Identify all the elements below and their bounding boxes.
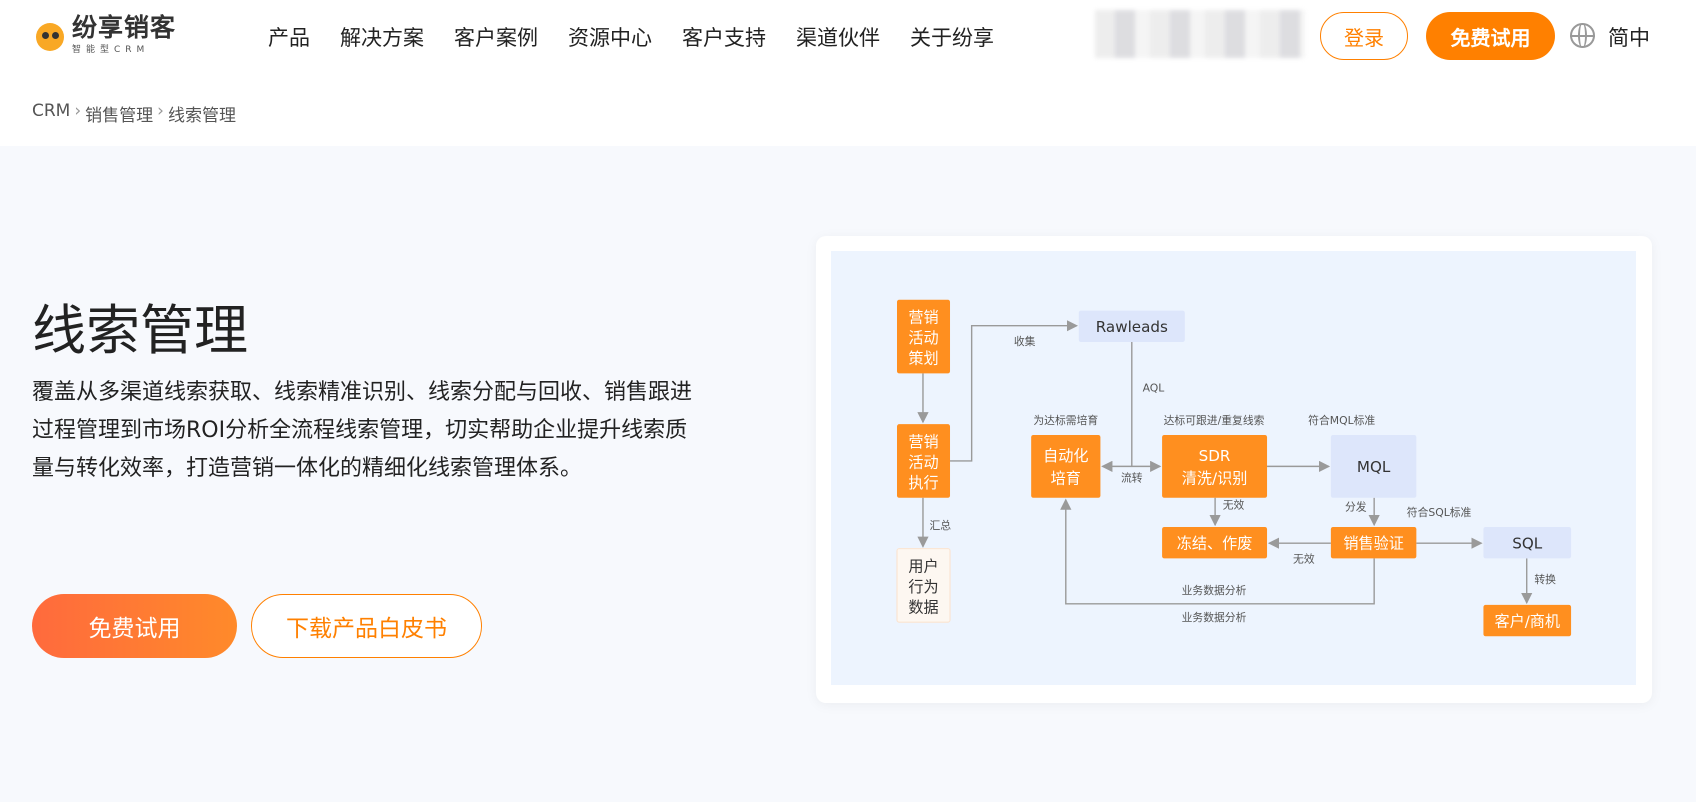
nav-item-solutions[interactable]: 解决方案: [340, 26, 424, 50]
label-aql: AQL: [1143, 382, 1165, 395]
bee-logo-icon: [32, 15, 68, 55]
nav-item-about[interactable]: 关于纷享: [910, 26, 994, 50]
logo-name: 纷享销客: [72, 13, 177, 42]
breadcrumb: CRM› 销售管理› 线索管理: [32, 101, 236, 126]
label-invalid: 无效: [1293, 552, 1315, 566]
chevron-right-icon: ›: [74, 101, 82, 121]
label-assign: 分发: [1345, 500, 1367, 514]
svg-text:MQL: MQL: [1357, 458, 1391, 476]
svg-text:Rawleads: Rawleads: [1096, 318, 1168, 336]
label-flow: 流转: [1121, 471, 1143, 485]
label-qualified: 达标可跟进/重复线索: [1164, 413, 1265, 427]
node-rawleads: Rawleads: [1078, 310, 1185, 342]
svg-text:营销: 营销: [908, 308, 938, 326]
breadcrumb-sales[interactable]: 销售管理: [85, 106, 154, 126]
label-summary: 汇总: [929, 518, 951, 532]
logo[interactable]: 纷享销客智能型CRM: [32, 14, 176, 55]
hero-description: 覆盖从多渠道线索获取、线索精准识别、线索分配与回收、销售跟进过程管理到市场ROI…: [32, 380, 693, 481]
label-invalid: 无效: [1223, 498, 1245, 512]
svg-text:SDR: SDR: [1199, 447, 1231, 465]
nav-item-partners[interactable]: 渠道伙伴: [796, 26, 880, 50]
svg-text:冻结、作废: 冻结、作废: [1177, 535, 1253, 553]
label-mql-std: 符合MQL标准: [1308, 413, 1375, 427]
download-whitepaper-button[interactable]: 下载产品白皮书: [251, 594, 482, 658]
breadcrumb-crm[interactable]: CRM: [32, 101, 71, 121]
svg-text:培育: 培育: [1051, 470, 1081, 488]
nav-item-resources[interactable]: 资源中心: [568, 26, 652, 50]
svg-text:执行: 执行: [908, 474, 938, 492]
svg-text:SQL: SQL: [1512, 535, 1543, 553]
breadcrumb-current: 线索管理: [167, 106, 236, 126]
label-analysis: 业务数据分析: [1182, 610, 1247, 624]
svg-text:营销: 营销: [908, 433, 938, 451]
login-button[interactable]: 登录: [1320, 12, 1408, 60]
label-need-nurture: 为达标需培育: [1033, 413, 1098, 427]
node-sdr: SDR 清洗/识别: [1162, 434, 1268, 498]
globe-icon[interactable]: [1570, 23, 1595, 48]
label-sql-std: 符合SQL标准: [1407, 505, 1472, 519]
node-freeze: 冻结、作废: [1162, 526, 1268, 559]
blurred-phone: [1095, 10, 1305, 58]
node-customer: 客户/商机: [1483, 604, 1572, 637]
svg-text:销售验证: 销售验证: [1343, 535, 1404, 553]
label-collect: 收集: [1014, 334, 1036, 348]
node-sql: SQL: [1483, 526, 1572, 559]
main-nav: 产品 解决方案 客户案例 资源中心 客户支持 渠道伙伴 关于纷享: [268, 22, 1024, 52]
svg-text:客户/商机: 客户/商机: [1494, 613, 1560, 631]
svg-text:用户: 用户: [908, 557, 938, 575]
hero-free-trial-button[interactable]: 免费试用: [32, 594, 237, 658]
svg-text:数据: 数据: [908, 598, 938, 616]
label-analysis: 业务数据分析: [1182, 583, 1247, 597]
svg-text:行为: 行为: [908, 578, 938, 596]
svg-text:清洗/识别: 清洗/识别: [1182, 470, 1248, 488]
language-switch[interactable]: 简中: [1608, 26, 1650, 50]
svg-text:活动: 活动: [908, 329, 938, 347]
svg-text:策划: 策划: [908, 350, 938, 368]
nav-item-support[interactable]: 客户支持: [682, 26, 766, 50]
logo-sub: 智能型CRM: [72, 45, 150, 55]
page-title: 线索管理: [32, 299, 248, 362]
nav-item-cases[interactable]: 客户案例: [454, 26, 538, 50]
node-verify: 销售验证: [1330, 526, 1417, 559]
free-trial-button[interactable]: 免费试用: [1426, 12, 1555, 60]
svg-text:活动: 活动: [908, 453, 938, 471]
chevron-right-icon: ›: [157, 101, 164, 121]
svg-text:自动化: 自动化: [1043, 447, 1088, 465]
nav-item-products[interactable]: 产品: [268, 26, 310, 50]
label-convert: 转换: [1534, 572, 1556, 586]
node-mql: MQL: [1330, 434, 1417, 498]
